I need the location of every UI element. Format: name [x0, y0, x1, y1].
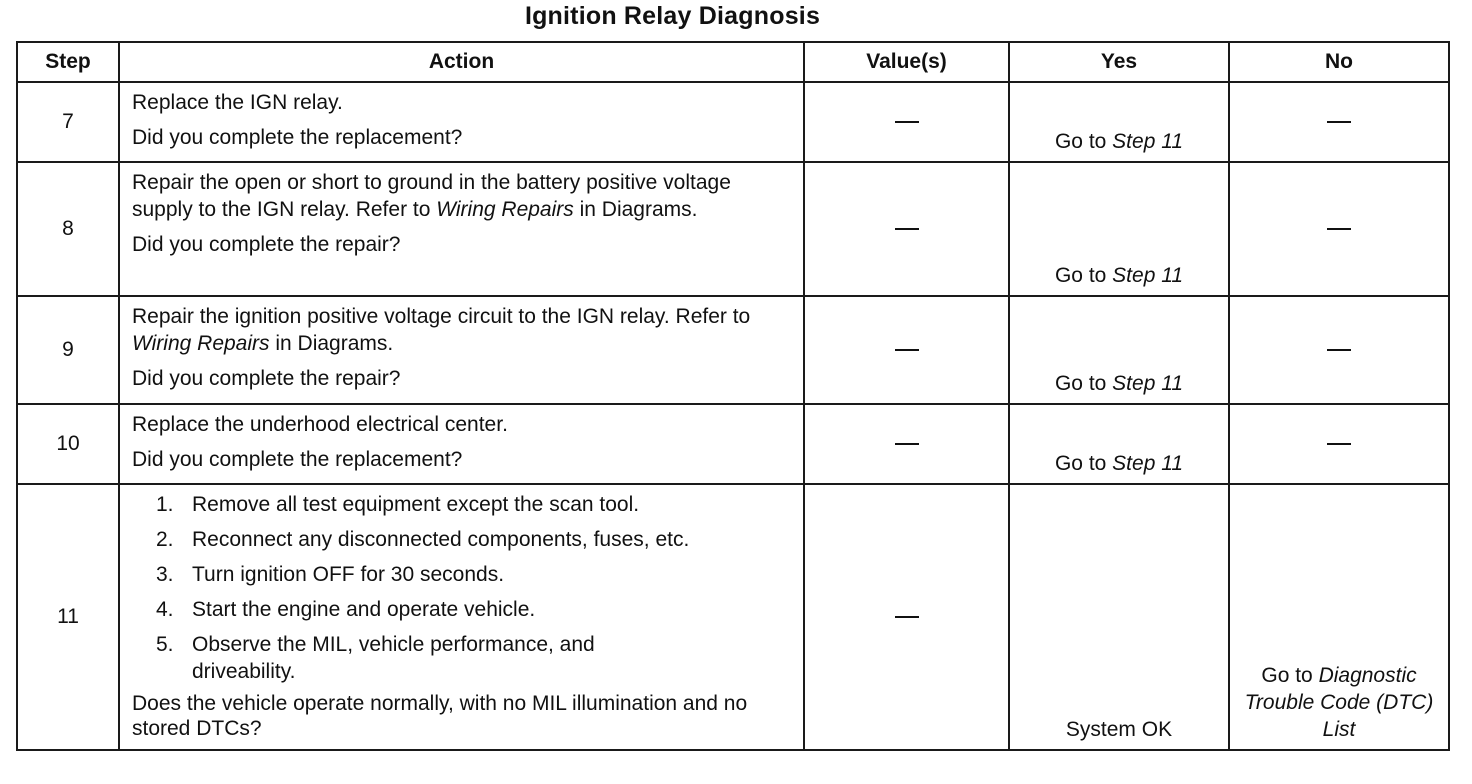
action-text-part: Repair the ignition positive voltage cir… — [132, 305, 751, 328]
goto-prefix: Go to — [1054, 130, 1113, 153]
action-question: Did you complete the repair? — [132, 233, 401, 256]
yes-cell: Go to Step 11 — [1008, 81, 1230, 163]
wiring-repairs-link[interactable]: Wiring Repairs — [132, 332, 270, 355]
table-row: 7 Replace the IGN relay. Did you complet… — [16, 81, 1450, 163]
list-item: 2. Reconnect any disconnected components,… — [156, 526, 795, 553]
goto-step-link[interactable]: Step 11 — [1112, 264, 1184, 287]
action-text: Repair the ignition positive voltage cir… — [132, 303, 795, 357]
no-cell — [1228, 295, 1450, 405]
header-row: Step Action Value(s) Yes No — [16, 41, 1450, 83]
action-text: Replace the underhood electrical center. — [132, 413, 508, 436]
value-cell — [803, 483, 1010, 751]
action-question: Does the vehicle operate normally, with … — [132, 692, 748, 740]
goto-step-link[interactable]: Step 11 — [1112, 130, 1184, 153]
list-text: Reconnect any disconnected components, f… — [192, 528, 690, 551]
dash-mark — [894, 616, 919, 619]
goto-prefix: Go to — [1054, 372, 1113, 395]
dash-mark — [894, 121, 919, 124]
step-number: 9 — [16, 295, 120, 405]
list-item: 5. Observe the MIL, vehicle performance, … — [156, 631, 795, 685]
table-row: 11 1. Remove all test equipment except th… — [16, 483, 1450, 751]
step-number: 8 — [16, 161, 120, 297]
list-item: 1. Remove all test equipment except the s… — [156, 491, 795, 518]
dash-mark — [1327, 349, 1351, 352]
dash-mark — [1327, 121, 1351, 124]
value-cell — [803, 295, 1010, 405]
action-text-part: Repair the open or short to ground in th… — [132, 171, 731, 221]
no-cell — [1228, 81, 1450, 163]
list-text: Start the engine and operate vehicle. — [192, 598, 536, 621]
yes-cell: Go to Step 11 — [1008, 161, 1230, 297]
diagnosis-table: Step Action Value(s) Yes No 7 Replace th… — [16, 41, 1450, 751]
list-number: 4. — [156, 598, 174, 621]
table-row: 10 Replace the underhood electrical cent… — [16, 403, 1450, 485]
action-cell: Repair the open or short to ground in th… — [118, 161, 805, 297]
action-cell: 1. Remove all test equipment except the s… — [118, 483, 805, 751]
no-cell: Go to Diagnostic Trouble Code (DTC) List — [1228, 483, 1450, 751]
list-text: Remove all test equipment except the sca… — [192, 493, 640, 516]
action-question: Did you complete the replacement? — [132, 126, 463, 149]
value-cell — [803, 161, 1010, 297]
no-cell — [1228, 403, 1450, 485]
action-text-part: in Diagrams. — [269, 332, 394, 355]
list-item: 4. Start the engine and operate vehicle. — [156, 596, 795, 623]
goto-step-link[interactable]: Step 11 — [1112, 372, 1184, 395]
step-number: 11 — [16, 483, 120, 751]
dtc-list-link[interactable]: Diagnostic Trouble Code (DTC) List — [1244, 664, 1434, 741]
table-row: 9 Repair the ignition positive voltage c… — [16, 295, 1450, 405]
list-text: Turn ignition OFF for 30 seconds. — [192, 563, 505, 586]
list-number: 1. — [156, 493, 174, 516]
header-step: Step — [16, 41, 120, 83]
header-no: No — [1228, 41, 1450, 83]
yes-cell: Go to Step 11 — [1008, 403, 1230, 485]
header-yes: Yes — [1008, 41, 1230, 83]
yes-cell: System OK — [1008, 483, 1230, 751]
header-values: Value(s) — [803, 41, 1010, 83]
header-action: Action — [118, 41, 805, 83]
action-cell: Replace the underhood electrical center.… — [118, 403, 805, 485]
system-ok-text: System OK — [1065, 718, 1173, 741]
dash-mark — [1327, 228, 1351, 231]
action-text-part: in Diagrams. — [573, 198, 698, 221]
action-cell: Repair the ignition positive voltage cir… — [118, 295, 805, 405]
list-number: 3. — [156, 563, 174, 586]
goto-prefix: Go to — [1261, 664, 1319, 687]
action-question: Did you complete the replacement? — [132, 448, 463, 471]
procedure-list: 1. Remove all test equipment except the s… — [132, 491, 795, 685]
action-text: Replace the IGN relay. — [132, 91, 343, 114]
dash-mark — [894, 443, 919, 446]
goto-step-link[interactable]: Step 11 — [1112, 452, 1184, 475]
goto-prefix: Go to — [1054, 264, 1113, 287]
action-question: Did you complete the repair? — [132, 367, 401, 390]
goto-prefix: Go to — [1054, 452, 1113, 475]
page-title: Ignition Relay Diagnosis — [524, 2, 821, 30]
value-cell — [803, 81, 1010, 163]
list-item: 3. Turn ignition OFF for 30 seconds. — [156, 561, 795, 588]
list-text: Observe the MIL, vehicle performance, an… — [192, 633, 595, 683]
yes-cell: Go to Step 11 — [1008, 295, 1230, 405]
dash-mark — [894, 228, 919, 231]
step-number: 7 — [16, 81, 120, 163]
dash-mark — [894, 349, 919, 352]
step-number: 10 — [16, 403, 120, 485]
value-cell — [803, 403, 1010, 485]
action-cell: Replace the IGN relay. Did you complete … — [118, 81, 805, 163]
table-row: 8 Repair the open or short to ground in … — [16, 161, 1450, 297]
list-number: 5. — [156, 633, 174, 656]
list-number: 2. — [156, 528, 174, 551]
wiring-repairs-link[interactable]: Wiring Repairs — [436, 198, 574, 221]
dash-mark — [1327, 443, 1351, 446]
action-text: Repair the open or short to ground in th… — [132, 169, 795, 223]
no-cell — [1228, 161, 1450, 297]
